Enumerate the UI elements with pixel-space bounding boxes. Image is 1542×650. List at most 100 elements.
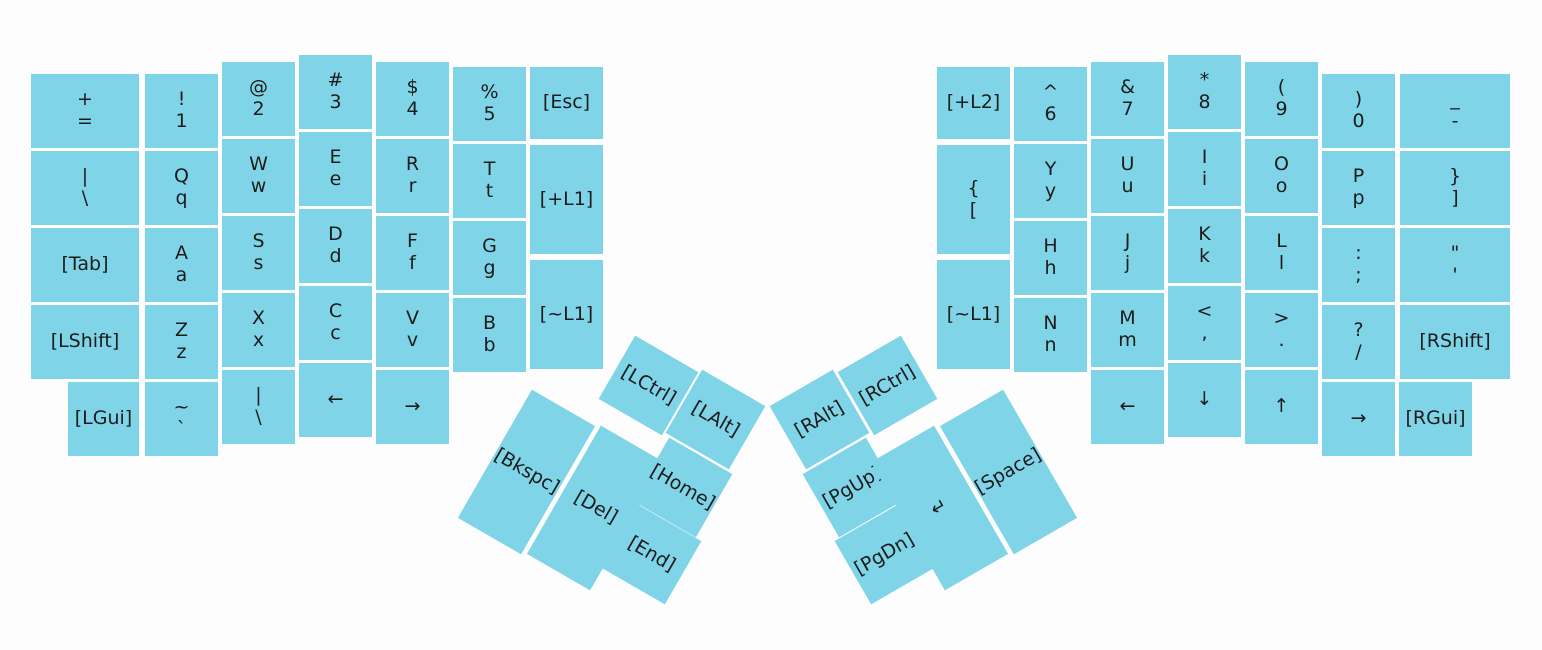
right-key-c1-r0-label: ^ xyxy=(1042,81,1059,104)
right-key-c5-r0-shift-label: 0 xyxy=(1352,110,1365,132)
right-key-c6-r2[interactable]: "' xyxy=(1400,228,1510,302)
right-key-c2-r1-shift-label: u xyxy=(1121,175,1134,197)
right-key-c2-r4-label: ← xyxy=(1119,395,1136,418)
left-key-c5-r0[interactable]: %5 xyxy=(453,67,526,141)
right-key-c5-r4[interactable]: → xyxy=(1322,382,1395,456)
right-key-c3-r3-shift-label: , xyxy=(1201,322,1208,344)
lgui-key[interactable]: [LGui] xyxy=(68,382,139,456)
left-key-c0-r1[interactable]: |\ xyxy=(31,151,139,225)
left-key-c3-r4[interactable]: ← xyxy=(299,363,372,437)
right-key-tilde-l1[interactable]: [~L1] xyxy=(937,260,1010,369)
left-key-plus-l1[interactable]: [+L1] xyxy=(530,145,603,254)
left-key-c1-r4[interactable]: ~` xyxy=(145,382,218,456)
left-key-esc[interactable]: [Esc] xyxy=(530,67,603,139)
left-key-c4-r1-label: R xyxy=(405,153,420,176)
left-key-c1-r4-label: ~ xyxy=(173,396,190,419)
right-key-brace-shift-label: [ xyxy=(969,198,978,221)
left-key-c4-r2-label: F xyxy=(407,230,418,253)
left-key-plus-l1-label: [+L1] xyxy=(539,187,594,210)
right-key-c6-r3-label: [RShift] xyxy=(1419,330,1491,353)
left-key-c3-r0-shift-label: 3 xyxy=(329,91,342,113)
left-key-c0-r0[interactable]: += xyxy=(31,74,139,148)
space-key-label: [Space] xyxy=(971,443,1046,499)
right-key-c4-r0[interactable]: (9 xyxy=(1245,62,1318,136)
left-key-c4-r1-shift-label: r xyxy=(408,175,417,197)
right-key-c2-r4[interactable]: ← xyxy=(1091,370,1164,444)
right-key-c6-r1[interactable]: }] xyxy=(1400,151,1510,225)
left-key-c4-r4[interactable]: → xyxy=(376,370,449,444)
left-key-c0-r3-label: [LShift] xyxy=(50,330,120,353)
right-key-c5-r4-label: → xyxy=(1350,407,1367,430)
right-key-c6-r3[interactable]: [RShift] xyxy=(1400,305,1510,379)
left-key-c0-r2-label: [Tab] xyxy=(61,253,109,276)
right-key-c5-r0[interactable]: )0 xyxy=(1322,74,1395,148)
right-key-c2-r3-label: M xyxy=(1119,307,1136,330)
left-key-tilde-l1[interactable]: [~L1] xyxy=(530,260,603,369)
left-key-c2-r1-shift-label: w xyxy=(250,175,267,197)
right-key-brace[interactable]: {[ xyxy=(937,145,1010,254)
left-key-c4-r0[interactable]: $4 xyxy=(376,62,449,136)
left-key-c5-r2-label: G xyxy=(482,235,497,258)
left-key-c2-r0[interactable]: @2 xyxy=(222,62,295,136)
left-key-c1-r0[interactable]: !1 xyxy=(145,74,218,148)
right-key-c5-r2-label: : xyxy=(1355,242,1362,265)
left-key-c1-r1-shift-label: q xyxy=(175,187,188,209)
left-key-c0-r3[interactable]: [LShift] xyxy=(31,305,139,379)
right-key-c3-r0[interactable]: *8 xyxy=(1168,55,1241,129)
right-key-c4-r4-label: ↑ xyxy=(1273,395,1290,418)
right-key-c2-r0-label: & xyxy=(1120,76,1135,99)
right-key-tilde-l1-label: [~L1] xyxy=(946,302,1001,325)
left-key-c2-r4-shift-label: \ xyxy=(255,406,262,428)
left-key-c0-r2[interactable]: [Tab] xyxy=(31,228,139,302)
lctrl-key-label: [LCtrl] xyxy=(617,360,681,410)
right-key-c2-r0[interactable]: &7 xyxy=(1091,62,1164,136)
left-key-tilde-l1-label: [~L1] xyxy=(539,302,594,325)
left-key-c2-r3-label: X xyxy=(251,307,266,330)
right-key-c1-r3-label: N xyxy=(1043,312,1058,335)
right-key-c1-r0-shift-label: 6 xyxy=(1044,103,1057,125)
rgui-key[interactable]: [RGui] xyxy=(1399,382,1472,456)
left-key-c4-r4-label: → xyxy=(404,395,421,418)
right-key-c4-r4[interactable]: ↑ xyxy=(1245,370,1318,444)
right-key-c2-r1-label: U xyxy=(1120,153,1135,176)
right-key-plus-l2[interactable]: [+L2] xyxy=(937,67,1010,139)
right-key-c5-r3[interactable]: ?/ xyxy=(1322,305,1395,379)
right-key-c1-r0[interactable]: ^6 xyxy=(1014,67,1087,141)
left-key-c0-r0-label: + xyxy=(77,88,93,111)
right-key-c4-r3[interactable]: >. xyxy=(1245,293,1318,367)
left-key-c2-r4[interactable]: |\ xyxy=(222,370,295,444)
left-key-c3-r0[interactable]: #3 xyxy=(299,55,372,129)
right-key-c3-r3[interactable]: <, xyxy=(1168,286,1241,360)
right-key-c6-r0[interactable]: _- xyxy=(1400,74,1510,148)
right-key-c6-r2-label: " xyxy=(1450,242,1460,265)
right-key-c3-r4[interactable]: ↓ xyxy=(1168,363,1241,437)
left-key-c3-r2-label: D xyxy=(328,223,343,246)
right-key-c5-r2[interactable]: :; xyxy=(1322,228,1395,302)
